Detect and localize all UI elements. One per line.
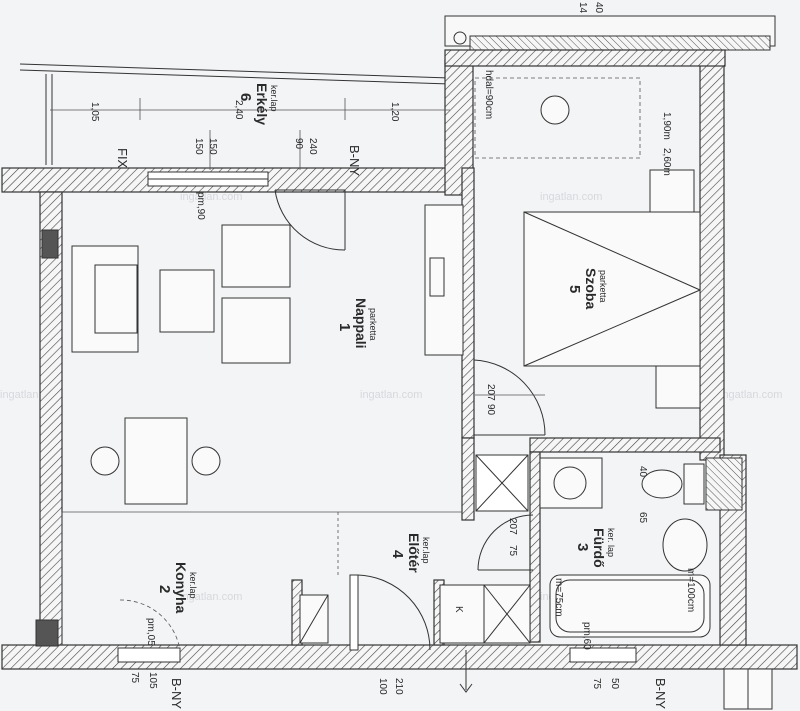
chimney-block — [41, 229, 59, 259]
room-number: 2 — [156, 585, 173, 593]
dimension-label: 90 — [485, 404, 496, 416]
living-door — [473, 359, 546, 436]
room-floor: ker.lap — [269, 85, 279, 112]
height-label: 1,90m — [661, 112, 672, 140]
dimension-lines — [50, 98, 545, 396]
dimension-label: m=75cm — [553, 578, 564, 617]
dimension-label: 14 — [577, 2, 588, 14]
room-label-konyha: 2 Konyha ker.lap — [156, 562, 198, 614]
dimension-label: 150 — [207, 138, 218, 155]
height-label: 2,60m — [661, 148, 672, 176]
room-number: 6 — [237, 93, 254, 101]
dimension-label: 40 — [593, 2, 604, 14]
toilet-tank — [683, 463, 705, 505]
room-number: 3 — [574, 543, 591, 551]
balcony-furniture — [474, 77, 641, 159]
dimension-label: 90 — [293, 138, 304, 150]
orientation-label: B-NY — [347, 145, 362, 176]
room-number: 4 — [389, 550, 406, 559]
orientation-label: B-NY — [169, 678, 184, 709]
dimension-label: 40 — [637, 466, 648, 478]
annotations: FIX B-NY 2,40 1,05 1,20 150 150 90 240 p… — [89, 2, 696, 709]
room-name: Erkély — [254, 83, 270, 125]
watermark: ingatlan.com — [180, 591, 242, 603]
windows — [35, 171, 637, 663]
hall-furniture — [299, 584, 531, 644]
balcony-door — [274, 189, 346, 251]
dimension-label: 75 — [507, 545, 518, 557]
room-label-szoba: 5 Szoba parketta — [566, 268, 608, 309]
dimension-label: 105 — [147, 672, 158, 689]
room-name: Szoba — [583, 268, 599, 309]
dimension-label: 50 — [609, 678, 620, 690]
bed — [523, 211, 701, 367]
dimension-label: 1,20 — [389, 102, 400, 122]
watermark: ingatlan.com — [360, 389, 422, 401]
room-floor: parketta — [368, 308, 378, 341]
orientation-label: B-NY — [653, 678, 668, 709]
dimension-label: 207 — [507, 518, 518, 535]
room-floor: ker.lap — [421, 537, 431, 564]
dimension-label: 65 — [637, 512, 648, 524]
dimension-label: pm,05 — [145, 618, 156, 646]
room-number: 5 — [566, 285, 583, 293]
dimension-label: 1,05 — [89, 102, 100, 122]
dimension-label: pm,60 — [581, 622, 592, 650]
nightstand — [649, 169, 695, 213]
outside-gate — [723, 668, 773, 710]
entry-arrow — [459, 650, 473, 693]
room-label-eloter: 4 Előtér ker.lap — [389, 533, 431, 573]
dimension-label: 100 — [377, 678, 388, 695]
room-name: Konyha — [173, 562, 189, 614]
dimension-label: 240 — [307, 138, 318, 155]
sink — [662, 518, 708, 572]
armchair — [221, 297, 291, 364]
fix-label: FIX — [115, 148, 130, 169]
bathroom-fixtures — [475, 454, 743, 638]
room-label-furdo: 3 Fürdő ker. lap — [574, 528, 616, 568]
chair — [90, 446, 120, 476]
top-strip — [444, 15, 776, 51]
marker-label: K — [453, 606, 464, 613]
room-name: Fürdő — [591, 528, 607, 568]
coffee-table — [159, 269, 215, 333]
room-label-nappali: 1 Nappali parketta — [336, 298, 378, 349]
dimension-label: 210 — [393, 678, 404, 695]
bedroom-furniture — [523, 169, 701, 409]
toilet — [641, 469, 683, 499]
armchair — [221, 224, 291, 288]
chair — [540, 95, 570, 125]
watermark: ingatlan.com — [180, 191, 242, 203]
room-floor: ker. lap — [606, 528, 616, 557]
dining-table — [124, 417, 188, 505]
dimension-label: m=100cm — [685, 568, 696, 612]
washing-machine — [553, 466, 587, 500]
height-label: hdal=90cm — [483, 70, 494, 119]
nightstand — [655, 365, 701, 409]
bathroom-door — [477, 514, 534, 571]
kitchen-door — [119, 599, 181, 651]
kitchen-divider — [61, 511, 462, 645]
dimension-label: pm,90 — [195, 192, 206, 220]
dimension-label: 75 — [591, 678, 602, 690]
living-furniture — [71, 204, 464, 505]
room-name: Előtér — [406, 533, 422, 573]
watermark: ingatlan.com — [720, 389, 782, 401]
chair — [191, 446, 221, 476]
dimension-label: 150 — [193, 138, 204, 155]
room-floor: ker.lap — [188, 572, 198, 599]
balcony-railing — [19, 63, 451, 165]
dimension-label: 207 — [485, 384, 496, 401]
room-floor: parketta — [598, 270, 608, 303]
room-label-erkely: 6 Erkély ker.lap — [237, 83, 279, 125]
room-number: 1 — [336, 323, 353, 331]
watermark: ingatlan.com — [540, 191, 602, 203]
dimension-label: 75 — [129, 672, 140, 684]
entrance-door — [349, 574, 431, 651]
area-label: 2,40 — [233, 100, 244, 120]
room-name: Nappali — [353, 298, 369, 349]
